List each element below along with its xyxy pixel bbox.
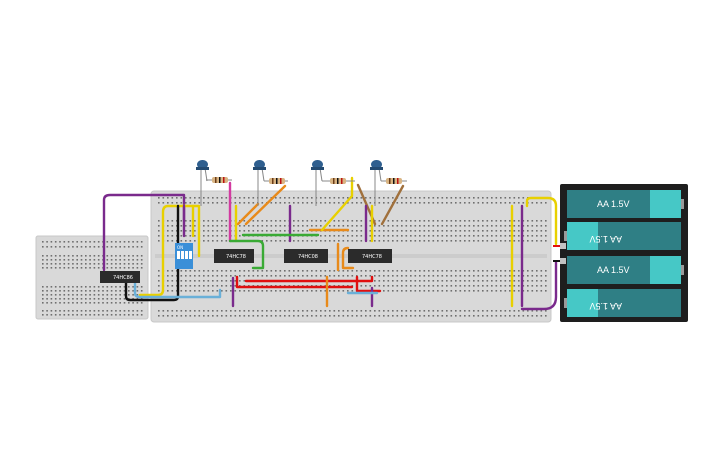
battery-cell-4-label: AA 1.5V (589, 301, 622, 311)
chip-74hc78-a[interactable]: 74HC78 (214, 249, 254, 263)
battery-cell-2-label: AA 1.5V (589, 234, 622, 244)
chip-74hc08-label: 74HC08 (298, 254, 318, 260)
led-2[interactable] (253, 160, 266, 206)
wire-orange-diag-2[interactable] (236, 202, 260, 226)
battery-cell-3: AA 1.5V (567, 256, 684, 284)
chip-74hc78-b-label: 74HC78 (362, 254, 382, 260)
wire-purple-battery[interactable] (520, 260, 558, 311)
resistor-2[interactable] (264, 178, 288, 184)
dip-switch-label: ON (177, 245, 183, 250)
resistor-1[interactable] (206, 177, 232, 183)
battery-cell-3-label: AA 1.5V (597, 265, 630, 275)
led-1[interactable] (196, 160, 209, 206)
wire-orange-2[interactable] (341, 246, 355, 270)
battery-cell-4: AA 1.5V (564, 289, 681, 317)
resistors (206, 177, 407, 184)
wire-yellow-battery[interactable] (525, 196, 558, 246)
leds (196, 160, 383, 206)
wire-brown-2[interactable] (380, 184, 405, 226)
wire-green-1[interactable] (228, 239, 265, 270)
led-3[interactable] (311, 160, 324, 206)
dip-switch[interactable]: ON (175, 243, 193, 269)
battery-cell-1: AA 1.5V (567, 190, 684, 218)
resistor-3[interactable] (322, 178, 355, 184)
chip-74hc86-label: 74HC86 (113, 275, 133, 281)
led-4[interactable] (370, 160, 383, 206)
chip-74hc78-a-label: 74HC78 (226, 254, 246, 260)
wire-red-1[interactable] (235, 275, 354, 289)
battery-cell-1-label: AA 1.5V (597, 199, 630, 209)
wire-purple-left-loop[interactable] (102, 193, 186, 272)
wire-blue-left[interactable] (133, 281, 222, 299)
wire-orange-diag-1[interactable] (244, 184, 287, 226)
wire-yellow-left[interactable] (138, 204, 201, 297)
chip-74hc78-b[interactable]: 74HC78 (348, 249, 392, 263)
battery-cell-2: AA 1.5V (564, 222, 681, 250)
wire-red-2[interactable] (244, 275, 374, 283)
wire-yellow-diag[interactable] (320, 176, 354, 232)
chip-74hc86[interactable]: 74HC86 (100, 271, 140, 283)
battery-pack[interactable]: AA 1.5V AA 1.5V AA 1.5V AA 1.5V (553, 184, 688, 322)
small-breadboard-holes (42, 241, 143, 316)
wires (102, 176, 558, 311)
resistor-4[interactable] (381, 178, 407, 184)
chip-74hc08[interactable]: 74HC08 (284, 249, 328, 263)
